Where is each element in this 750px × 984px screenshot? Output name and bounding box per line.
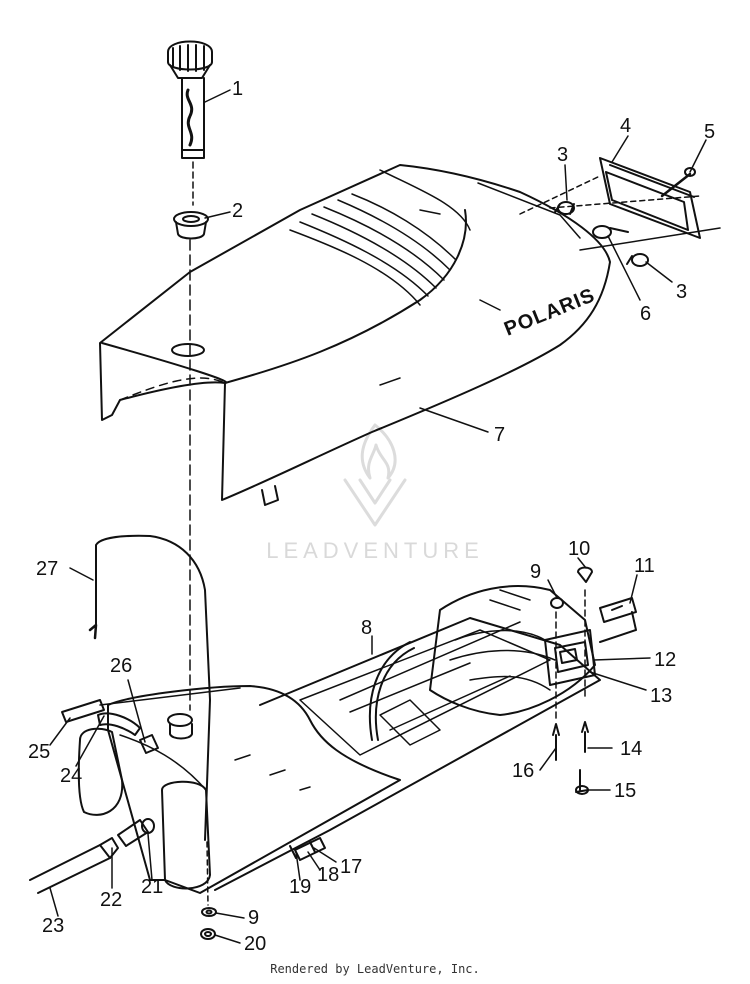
watermark-text: LEADVENTURE bbox=[266, 538, 484, 563]
watermark-flame-icon bbox=[360, 423, 397, 480]
clip-part-11 bbox=[599, 597, 637, 643]
valve-part-21 bbox=[117, 818, 155, 847]
footer-credit: Rendered by LeadVenture, Inc. bbox=[270, 962, 480, 976]
rivet-part-14 bbox=[581, 721, 589, 753]
chassis-tunnel bbox=[214, 617, 601, 891]
fitting-part-22 bbox=[99, 837, 119, 859]
callout-7: 7 bbox=[494, 424, 505, 446]
callout-12: 12 bbox=[654, 649, 676, 671]
guide-line bbox=[206, 841, 209, 906]
fuel-hose-part-8 bbox=[368, 641, 415, 741]
fuel-cap-part-1 bbox=[167, 40, 213, 159]
rear-console bbox=[429, 585, 596, 716]
callout-15: 15 bbox=[614, 780, 636, 802]
callout-21: 21 bbox=[141, 876, 163, 898]
callout-5: 5 bbox=[704, 121, 715, 143]
washer-part-9 bbox=[201, 907, 217, 917]
guide-line bbox=[519, 175, 601, 215]
rivet-part-16 bbox=[552, 723, 560, 761]
callout-6: 6 bbox=[640, 303, 651, 325]
guide-line bbox=[579, 227, 721, 251]
callout-17: 17 bbox=[340, 856, 362, 878]
callout-11: 11 bbox=[634, 555, 655, 577]
callout-14: 14 bbox=[620, 738, 642, 760]
callout-18: 18 bbox=[317, 864, 339, 886]
leader-lines bbox=[49, 89, 707, 944]
nut-part-20 bbox=[200, 928, 216, 940]
callout-9: 9 bbox=[248, 907, 259, 929]
callout-3: 3 bbox=[557, 144, 568, 166]
fuel-line-part-23 bbox=[29, 844, 111, 894]
callout-10: 10 bbox=[568, 538, 590, 560]
callout-23: 23 bbox=[42, 915, 64, 937]
spacer-part-3 bbox=[626, 253, 649, 267]
callout-26: 26 bbox=[110, 655, 132, 677]
bulb-part-6 bbox=[592, 225, 629, 239]
callout-9: 9 bbox=[530, 561, 541, 583]
fuel-tank bbox=[77, 685, 401, 894]
guide-line bbox=[549, 195, 701, 209]
connector-part-12 bbox=[544, 629, 596, 686]
bulb-part-10 bbox=[577, 566, 593, 583]
callout-3: 3 bbox=[676, 281, 687, 303]
callout-19: 19 bbox=[289, 876, 311, 898]
callout-8: 8 bbox=[361, 617, 372, 639]
taillight-bracket-part-4 bbox=[599, 157, 701, 239]
nut-part-9 bbox=[550, 597, 564, 609]
callout-1: 1 bbox=[232, 78, 243, 100]
leadventure-watermark: LEADVENTURE bbox=[266, 423, 484, 563]
callout-24: 24 bbox=[60, 765, 82, 787]
callout-25: 25 bbox=[28, 741, 50, 763]
callout-16: 16 bbox=[512, 760, 534, 782]
screw-part-5 bbox=[660, 167, 696, 198]
valve-body-part-26 bbox=[139, 734, 159, 754]
watermark-v-icon bbox=[343, 478, 407, 527]
callout-4: 4 bbox=[620, 115, 631, 137]
callout-27: 27 bbox=[36, 558, 58, 580]
bracket-part-25 bbox=[61, 699, 105, 723]
grommet-part-2 bbox=[173, 211, 209, 240]
callout-22: 22 bbox=[100, 889, 122, 911]
tank-strap-part-27 bbox=[88, 534, 211, 841]
callout-13: 13 bbox=[650, 685, 672, 707]
callout-numbers: 1 2 3 3 4 5 6 7 8 9 10 11 12 13 14 15 16… bbox=[28, 78, 715, 955]
callout-2: 2 bbox=[232, 200, 243, 222]
screw-part-15 bbox=[575, 769, 589, 795]
clamp-part-24 bbox=[97, 712, 141, 736]
callout-20: 20 bbox=[244, 933, 266, 955]
seat-brand-logo: POLARIS bbox=[501, 284, 598, 340]
seat-and-fuel-tank-diagram: LEADVENTURE POLARIS bbox=[28, 40, 721, 955]
